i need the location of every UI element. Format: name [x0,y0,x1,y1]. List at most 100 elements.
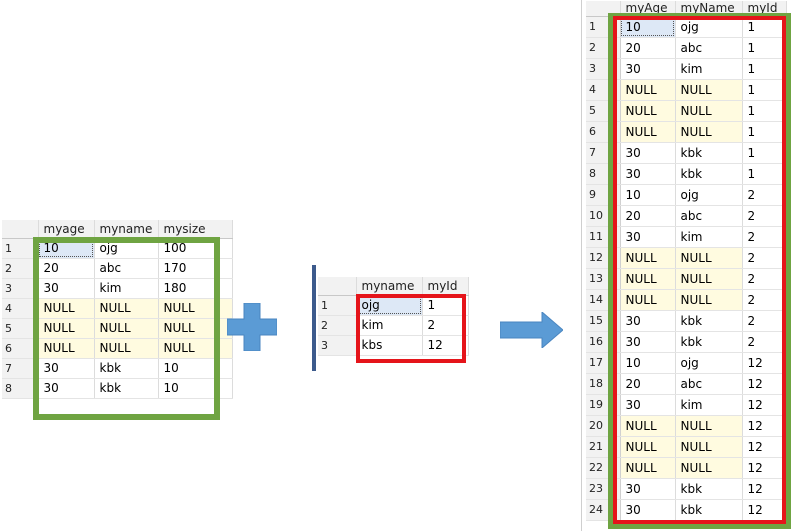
table1-cell[interactable]: 30 [38,378,95,399]
table3-cell[interactable]: NULL [620,121,676,143]
table3-cell[interactable]: 1 [742,58,787,80]
table3-row-number[interactable]: 14 [586,289,621,311]
table3-cell[interactable]: 30 [620,331,676,353]
table1-column-header[interactable]: myname [94,220,159,239]
table3-cell[interactable]: 1 [742,37,787,59]
table3-cell[interactable]: NULL [675,268,743,290]
table1-cell[interactable]: NULL [158,298,233,319]
table1-cell[interactable]: NULL [38,298,95,319]
table3-cell[interactable]: 1 [742,79,787,101]
table2-row-number[interactable]: 3 [318,335,357,356]
table3-cell[interactable]: kim [675,226,743,248]
table3-cell[interactable]: kbk [675,142,743,164]
table3-cell[interactable]: kim [675,58,743,80]
table3-cell[interactable]: ojg [675,184,743,206]
table1-column-header[interactable]: myage [38,220,95,239]
table3-cell[interactable]: 12 [742,457,787,479]
table3-cell[interactable]: kbk [675,310,743,332]
table3-cell[interactable]: kbk [675,163,743,185]
table3-cell[interactable]: NULL [620,415,676,437]
table3-row-number[interactable]: 10 [586,205,621,227]
table2-corner-cell[interactable] [318,277,357,296]
table3-row-number[interactable]: 4 [586,79,621,101]
table3-cell[interactable]: ojg [675,352,743,374]
table3-cell[interactable]: NULL [675,436,743,458]
table2-cell[interactable]: kbs [356,335,423,356]
table2-column-header[interactable]: myId [422,277,469,296]
table3-row-number[interactable]: 7 [586,142,621,164]
table3-cell[interactable]: 2 [742,226,787,248]
table3-row-number[interactable]: 22 [586,457,621,479]
table3-cell[interactable]: NULL [675,415,743,437]
table1-row-number[interactable]: 4 [2,298,39,319]
table3-cell[interactable]: NULL [675,289,743,311]
table3-cell[interactable]: 30 [620,226,676,248]
table3-row-number[interactable]: 17 [586,352,621,374]
table3-cell[interactable]: 10 [620,184,676,206]
table3-cell[interactable]: 1 [742,100,787,122]
table3-cell[interactable]: 2 [742,184,787,206]
table1-row-number[interactable]: 7 [2,358,39,379]
table3-cell[interactable]: NULL [620,268,676,290]
table3-row-number[interactable]: 6 [586,121,621,143]
table2-cell[interactable]: 2 [422,315,469,336]
table3-cell[interactable]: 30 [620,58,676,80]
table1-column-header[interactable]: mysize [158,220,233,239]
table1-cell[interactable]: NULL [158,318,233,339]
table1-cell[interactable]: NULL [38,318,95,339]
table3-row-number[interactable]: 1 [586,16,621,38]
table3-row-number[interactable]: 24 [586,499,621,521]
table1-cell[interactable]: NULL [94,298,159,319]
table1-cell[interactable]: NULL [94,318,159,339]
table1-row-number[interactable]: 2 [2,258,39,279]
table1-cell[interactable]: 10 [158,358,233,379]
table3-row-number[interactable]: 3 [586,58,621,80]
table2-row-number[interactable]: 2 [318,315,357,336]
table1-cell[interactable]: 10 [38,238,95,259]
table3-cell[interactable]: ojg [675,16,743,38]
table3-cell[interactable]: kbk [675,499,743,521]
table3-cell[interactable]: abc [675,373,743,395]
table3-row-number[interactable]: 20 [586,415,621,437]
table3-column-header[interactable]: myAge [620,1,676,17]
table1-cell[interactable]: 30 [38,358,95,379]
table1-row-number[interactable]: 5 [2,318,39,339]
table3-corner-cell[interactable] [586,1,621,17]
table2-cell[interactable]: kim [356,315,423,336]
table3-cell[interactable]: 1 [742,163,787,185]
table1-row-number[interactable]: 1 [2,238,39,259]
table3-cell[interactable]: 30 [620,478,676,500]
table2-column-header[interactable]: myname [356,277,423,296]
table3-cell[interactable]: 30 [620,499,676,521]
table3-row-number[interactable]: 19 [586,394,621,416]
table3-row-number[interactable]: 2 [586,37,621,59]
table3-row-number[interactable]: 13 [586,268,621,290]
table1-cell[interactable]: kbk [94,378,159,399]
table3-column-header[interactable]: myName [675,1,743,17]
table3-row-number[interactable]: 11 [586,226,621,248]
table3-cell[interactable]: NULL [620,289,676,311]
table3-row-number[interactable]: 8 [586,163,621,185]
table3-cell[interactable]: 2 [742,247,787,269]
table3-cell[interactable]: NULL [620,436,676,458]
table3-column-header[interactable]: myId [742,1,787,17]
table3-cell[interactable]: 10 [620,16,676,38]
table3-cell[interactable]: 20 [620,37,676,59]
table1-cell[interactable]: kbk [94,358,159,379]
table3-cell[interactable]: NULL [620,100,676,122]
table2-row-number[interactable]: 1 [318,295,357,316]
table2-cell[interactable]: 1 [422,295,469,316]
table1-cell[interactable]: 10 [158,378,233,399]
table1-cell[interactable]: 100 [158,238,233,259]
table1-cell[interactable]: NULL [38,338,95,359]
table3-row-number[interactable]: 15 [586,310,621,332]
table1-row-number[interactable]: 8 [2,378,39,399]
table1-cell[interactable]: 30 [38,278,95,299]
table3-cell[interactable]: 2 [742,331,787,353]
table3-cell[interactable]: 12 [742,394,787,416]
table1-cell[interactable]: 170 [158,258,233,279]
table3-cell[interactable]: NULL [675,79,743,101]
table1-cell[interactable]: abc [94,258,159,279]
table3-cell[interactable]: 12 [742,352,787,374]
table3-cell[interactable]: 12 [742,499,787,521]
